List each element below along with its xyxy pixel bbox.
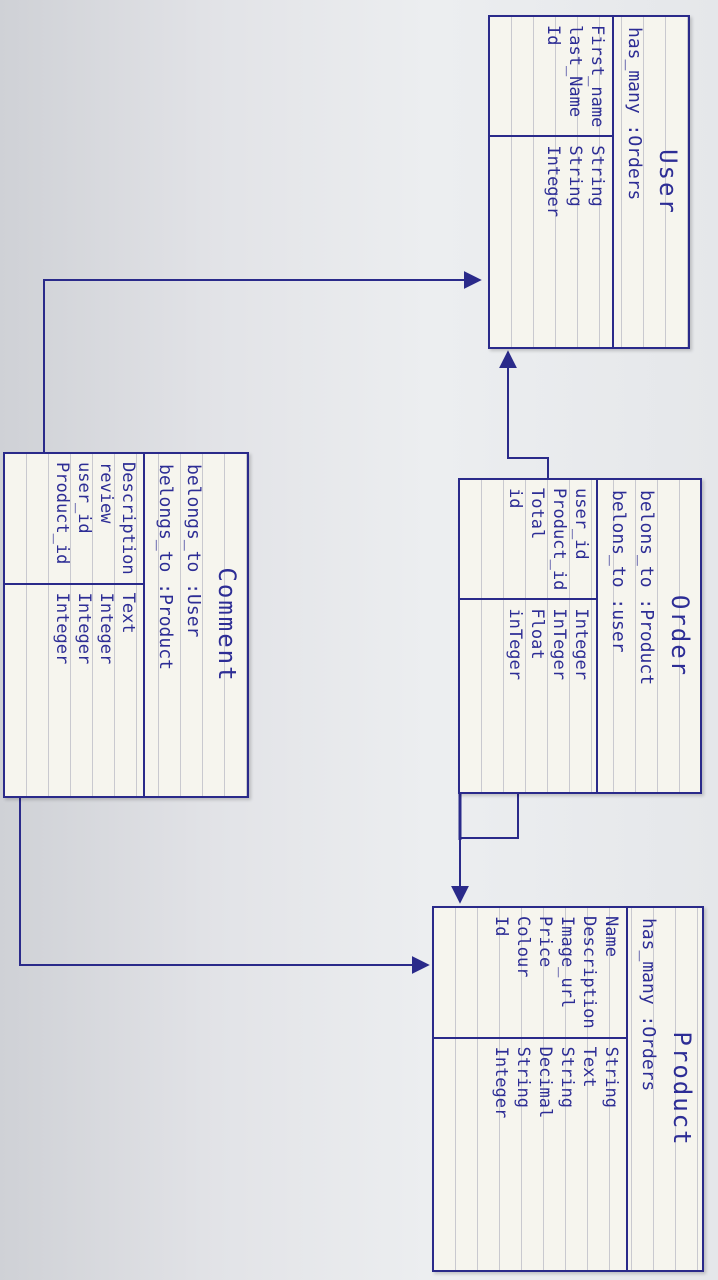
order-fields: user_id Product_id Total id Integer InTe… xyxy=(460,480,596,792)
comment-associations: belongs_to :User belongs_to :Product xyxy=(143,454,209,796)
product-field-type: Decimal xyxy=(535,1046,555,1119)
product-field-names: Name Description Image_url Price Colour … xyxy=(434,908,626,1039)
product-entity-title: Product xyxy=(668,1031,696,1147)
order-field-name: id xyxy=(505,488,525,509)
comment-field-types: Text Integer Integer Integer xyxy=(5,585,143,673)
user-field-names: First_name last_Name Id xyxy=(490,17,612,138)
user-field-type: Integer xyxy=(543,145,563,218)
product-field-name: Id xyxy=(491,916,511,937)
order-field-name: Total xyxy=(527,488,547,540)
order-entity-title: Order xyxy=(666,594,694,678)
comment-fields: Description review user_id Product_id Te… xyxy=(5,454,143,796)
comment-field-type: Integer xyxy=(96,592,116,665)
comment-association: belongs_to :Product xyxy=(155,464,176,670)
comment-field-names: Description review user_id Product_id xyxy=(5,454,143,585)
user-field-name: Id xyxy=(543,25,563,46)
product-field-type: Text xyxy=(579,1046,599,1088)
link-comment-product xyxy=(19,795,430,974)
comment-field-name: review xyxy=(96,462,116,524)
product-field-type: String xyxy=(513,1046,533,1109)
comment-field-type: Integer xyxy=(74,592,94,665)
user-field-name: First_name xyxy=(587,25,607,128)
comment-field-type: Text xyxy=(118,592,138,634)
product-field-name: Name xyxy=(601,916,621,957)
order-field-name: Product_id xyxy=(549,488,569,591)
user-field-type: String xyxy=(587,145,607,207)
order-field-type: Integer xyxy=(571,608,591,681)
link-order-product xyxy=(451,792,519,904)
comment-entity-title: Comment xyxy=(213,567,241,683)
product-associations: has_many :Orders xyxy=(626,908,664,1270)
comment-field-name: Description xyxy=(118,462,138,575)
product-fields: Name Description Image_url Price Colour … xyxy=(434,908,626,1270)
user-field-name: last_Name xyxy=(565,25,585,118)
product-association: has_many :Orders xyxy=(638,918,659,1092)
user-association: has_many :Orders xyxy=(624,27,645,201)
link-comment-user xyxy=(43,271,482,460)
comment-field-name: Product_id xyxy=(52,462,72,565)
product-field-name: Colour xyxy=(513,916,533,978)
order-associations: belons_to :Product belons_to :user xyxy=(596,480,662,792)
link-order-user xyxy=(499,350,549,482)
user-entity-title: User xyxy=(654,149,682,215)
order-field-type: Float xyxy=(527,608,547,660)
order-field-types: Integer InTeger Float inTeger xyxy=(460,600,596,688)
product-field-type: String xyxy=(557,1046,577,1109)
user-entity-card: User has_many :Orders First_name last_Na… xyxy=(488,15,690,349)
comment-field-type: Integer xyxy=(52,592,72,665)
product-field-name: Image_url xyxy=(557,916,577,1009)
order-association: belons_to :Product xyxy=(636,490,657,686)
product-field-name: Price xyxy=(535,916,555,968)
product-field-types: String Text String Decimal String Intege… xyxy=(434,1039,626,1127)
order-field-type: inTeger xyxy=(505,608,525,681)
user-field-type: String xyxy=(565,145,585,207)
order-entity-card: Order belons_to :Product belons_to :user… xyxy=(458,478,702,794)
comment-field-name: user_id xyxy=(74,462,94,534)
product-field-name: Description xyxy=(579,916,599,1029)
order-association: belons_to :user xyxy=(608,490,629,653)
product-field-type: Integer xyxy=(491,1046,511,1119)
comment-entity-card: Comment belongs_to :User belongs_to :Pro… xyxy=(3,452,249,798)
order-field-names: user_id Product_id Total id xyxy=(460,480,596,601)
product-entity-card: Product has_many :Orders Name Descriptio… xyxy=(432,906,704,1272)
product-field-type: String xyxy=(601,1046,621,1109)
user-fields: First_name last_Name Id String String In… xyxy=(490,17,612,347)
comment-association: belongs_to :User xyxy=(183,464,204,638)
order-field-name: user_id xyxy=(571,488,591,560)
user-field-types: String String Integer xyxy=(490,137,612,225)
order-field-type: InTeger xyxy=(549,608,569,681)
user-associations: has_many :Orders xyxy=(612,17,650,347)
